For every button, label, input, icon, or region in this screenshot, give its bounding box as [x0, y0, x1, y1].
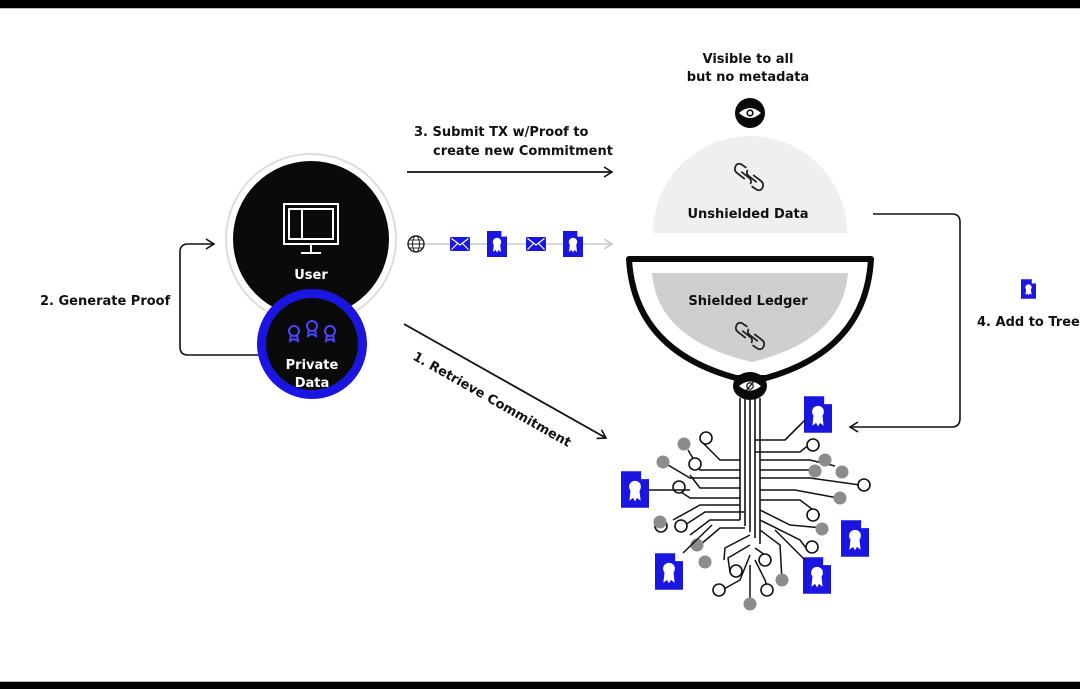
private-data-label-line2: Data	[295, 376, 330, 391]
user-node: User	[225, 153, 397, 325]
tree-leaf-filled	[775, 573, 789, 587]
generate-proof-loop-arrow	[179, 238, 262, 356]
visibility-note: Visible to all but no metadata	[687, 52, 809, 128]
tree-leaf-open	[806, 438, 820, 452]
tree-leaf-open	[672, 480, 686, 494]
private-data-circle	[266, 298, 358, 390]
envelope-icon	[526, 237, 546, 251]
add-to-tree-arrow	[848, 213, 961, 433]
tree-leaf-open	[699, 431, 713, 445]
step-3-label-line2: create new Commitment	[433, 144, 613, 159]
tree-branch	[677, 489, 740, 499]
step-1-retrieve: 1. Retrieve Commitment	[403, 323, 608, 451]
tree-leaf-filled	[808, 464, 822, 478]
user-label: User	[294, 268, 328, 283]
certificate-icon	[621, 471, 649, 508]
tree-branch	[755, 439, 816, 453]
certificate-icon	[803, 557, 831, 594]
tree-branch	[687, 449, 740, 471]
visibility-note-line2: but no metadata	[687, 70, 809, 85]
step-4-label: 4. Add to Tree	[977, 315, 1080, 330]
globe-icon	[407, 235, 425, 253]
tree-branch	[774, 529, 806, 561]
tree-branch	[759, 509, 824, 529]
merkle-tree-icon	[621, 396, 871, 611]
tree-branch	[759, 519, 807, 549]
tree-leaf-open	[805, 540, 819, 554]
tree-branch	[760, 477, 861, 486]
tree-leaf-filled	[653, 515, 667, 529]
tree-leaf-filled	[698, 555, 712, 569]
tree-branch	[784, 419, 806, 441]
shielded-label: Shielded Ledger	[688, 294, 808, 309]
tree-leaf-filled	[835, 465, 849, 479]
tree-leaf-open	[806, 508, 820, 522]
visibility-note-line1: Visible to all	[703, 52, 794, 67]
tree-branch	[723, 534, 751, 561]
transaction-flow	[407, 231, 614, 257]
tree-leaf-filled	[656, 455, 670, 469]
tree-branch	[699, 527, 745, 546]
monitor-icon	[283, 203, 339, 254]
tree-leaf-filled	[743, 597, 757, 611]
step-4-add-to-tree: 4. Add to Tree	[848, 213, 1080, 433]
certificate-icon	[563, 231, 583, 257]
unshielded-label: Unshielded Data	[687, 207, 808, 222]
tree-branch	[684, 511, 745, 526]
retrieve-arrow	[403, 323, 608, 440]
step-1-label: 1. Retrieve Commitment	[410, 349, 573, 450]
tree-branch	[672, 504, 740, 521]
tree-branch	[721, 554, 751, 591]
tree-leaf-filled	[818, 453, 832, 467]
envelope-icon	[450, 237, 470, 251]
step-2-label: 2. Generate Proof	[40, 294, 171, 309]
certificate-icon	[841, 520, 869, 557]
tree-leaf-filled	[815, 522, 829, 536]
tree-leaf-open	[674, 519, 688, 533]
shielded-ledger-node: Shielded Ledger	[626, 256, 874, 400]
tree-branch	[760, 489, 839, 499]
step-3-submit: 3. Submit TX w/Proof to create new Commi…	[407, 125, 614, 178]
tree-leaf-open	[729, 564, 743, 578]
eye-slash-icon	[733, 372, 767, 400]
unshielded-dome	[653, 136, 847, 233]
private-data-node: Private Data	[257, 289, 367, 399]
tree-leaf-filled	[833, 491, 847, 505]
unshielded-data-node: Unshielded Data	[653, 136, 847, 233]
private-data-label-line1: Private	[286, 358, 339, 373]
shielded-inner	[652, 273, 848, 362]
tree-leaf-open	[758, 553, 772, 567]
tree-branch	[689, 519, 740, 536]
certificate-icon	[655, 553, 683, 590]
tree-leaf-open	[712, 583, 726, 597]
tree-branch	[699, 439, 740, 461]
tree-branch	[667, 464, 740, 479]
tree-branch	[689, 474, 740, 489]
tree-leaf-open	[760, 583, 774, 597]
step-2-generate: 2. Generate Proof	[40, 238, 262, 356]
tree-leaf-open	[857, 478, 871, 492]
step-3-label-line1: 3. Submit TX w/Proof to	[414, 125, 589, 140]
certificate-icon	[804, 396, 832, 433]
tree-branch	[682, 524, 713, 554]
tree-branch	[759, 529, 783, 581]
tree-leaf-filled	[677, 437, 691, 451]
bottom-border-bar	[0, 681, 1080, 689]
certificate-icon	[1021, 279, 1036, 299]
tree-leaf-open	[688, 457, 702, 471]
tree-branch	[727, 544, 751, 573]
top-border-bar	[0, 0, 1080, 9]
certificate-icon	[487, 231, 507, 257]
eye-icon	[735, 98, 765, 128]
badges-icon	[288, 320, 336, 343]
